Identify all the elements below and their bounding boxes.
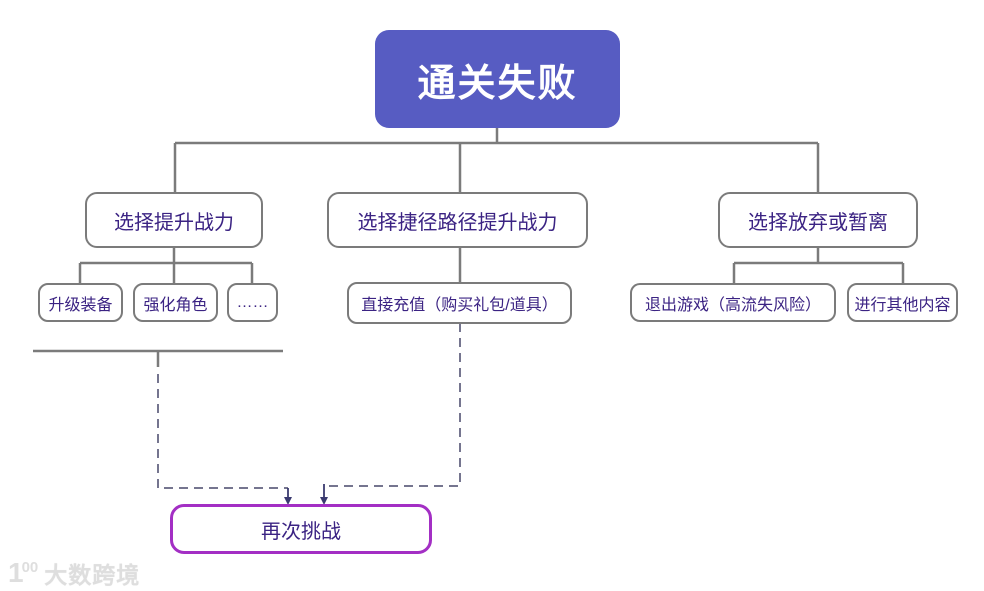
node-retry-challenge: 再次挑战 — [170, 504, 432, 554]
watermark-logo-oo: 00 — [21, 559, 39, 576]
node-direct-recharge: 直接充值（购买礼包/道具） — [347, 282, 572, 324]
node-retry-challenge-label: 再次挑战 — [261, 520, 341, 543]
dashed-connectors — [157, 323, 461, 489]
node-other-content: 进行其他内容 — [847, 283, 958, 322]
node-quit-game: 退出游戏（高流失风险） — [630, 283, 836, 322]
node-direct-recharge-label: 直接充值（购买礼包/道具） — [361, 297, 558, 314]
node-level-failed: 通关失败 — [375, 30, 620, 128]
node-give-up-or-leave: 选择放弃或暂离 — [718, 192, 918, 248]
node-quit-game-label: 退出游戏（高流失风险） — [644, 296, 821, 314]
node-shortcut-power: 选择捷径路径提升战力 — [327, 192, 588, 248]
node-ellipsis-label: …… — [236, 293, 269, 311]
node-other-content-label: 进行其他内容 — [854, 296, 951, 314]
node-give-up-or-leave-label: 选择放弃或暂离 — [748, 211, 888, 234]
node-upgrade-equipment: 升级装备 — [38, 283, 123, 322]
node-strengthen-character: 强化角色 — [133, 283, 218, 322]
node-strengthen-character-label: 强化角色 — [143, 296, 208, 314]
watermark-logo-one: 1 — [8, 557, 24, 588]
node-shortcut-power-label: 选择捷径路径提升战力 — [357, 211, 558, 234]
node-level-failed-label: 通关失败 — [417, 62, 578, 105]
node-improve-power-label: 选择提升战力 — [114, 211, 234, 234]
node-upgrade-equipment-label: 升级装备 — [48, 296, 113, 314]
node-ellipsis: …… — [227, 283, 278, 322]
watermark-text: 大数跨境 — [44, 562, 141, 588]
arrowheads — [284, 484, 328, 505]
node-improve-power: 选择提升战力 — [85, 192, 263, 248]
